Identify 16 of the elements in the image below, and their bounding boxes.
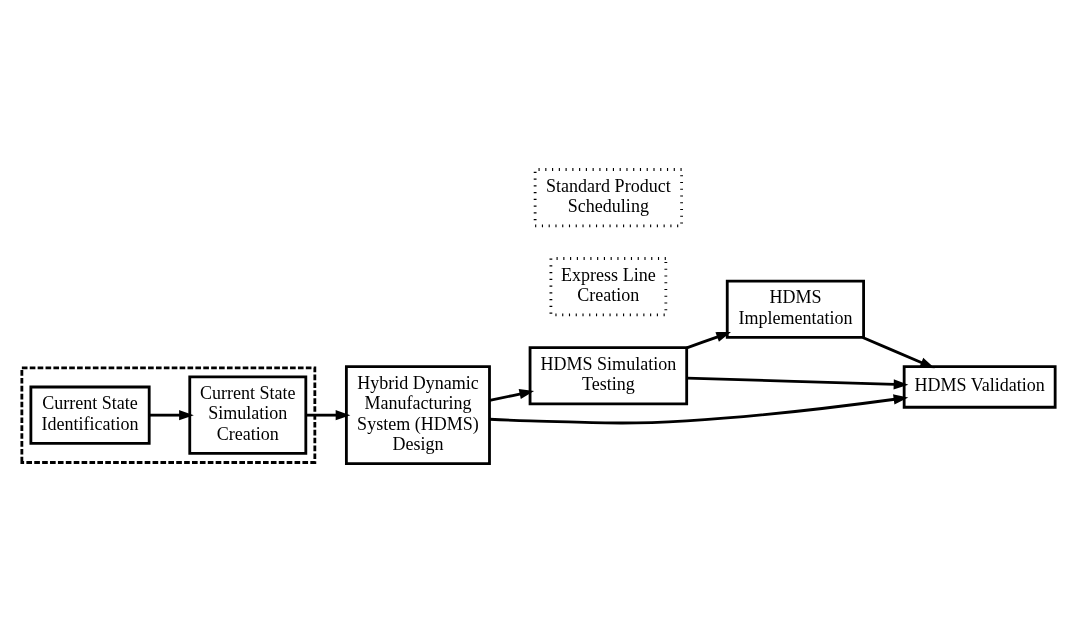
arrow xyxy=(686,332,731,350)
node-box: Current State Simulation Creation xyxy=(188,375,308,455)
node-box: Current State Identification xyxy=(29,385,151,445)
node-box: HDMS Implementation xyxy=(725,279,865,339)
node-box: Express Line Creation xyxy=(549,257,668,317)
arrow xyxy=(686,376,909,390)
arrow xyxy=(489,394,909,425)
node-box: Standard Product Scheduling xyxy=(533,168,683,228)
cluster xyxy=(20,366,317,464)
arrow xyxy=(306,410,351,421)
arrow xyxy=(489,389,535,402)
node-box: Hybrid Dynamic Manufacturing System (HDMS) Design xyxy=(344,365,491,466)
arrow xyxy=(862,336,935,369)
node-box: HDMS Simulation Testing xyxy=(528,346,689,406)
node-box: HDMS Validation xyxy=(902,365,1057,409)
arrow xyxy=(149,410,194,421)
